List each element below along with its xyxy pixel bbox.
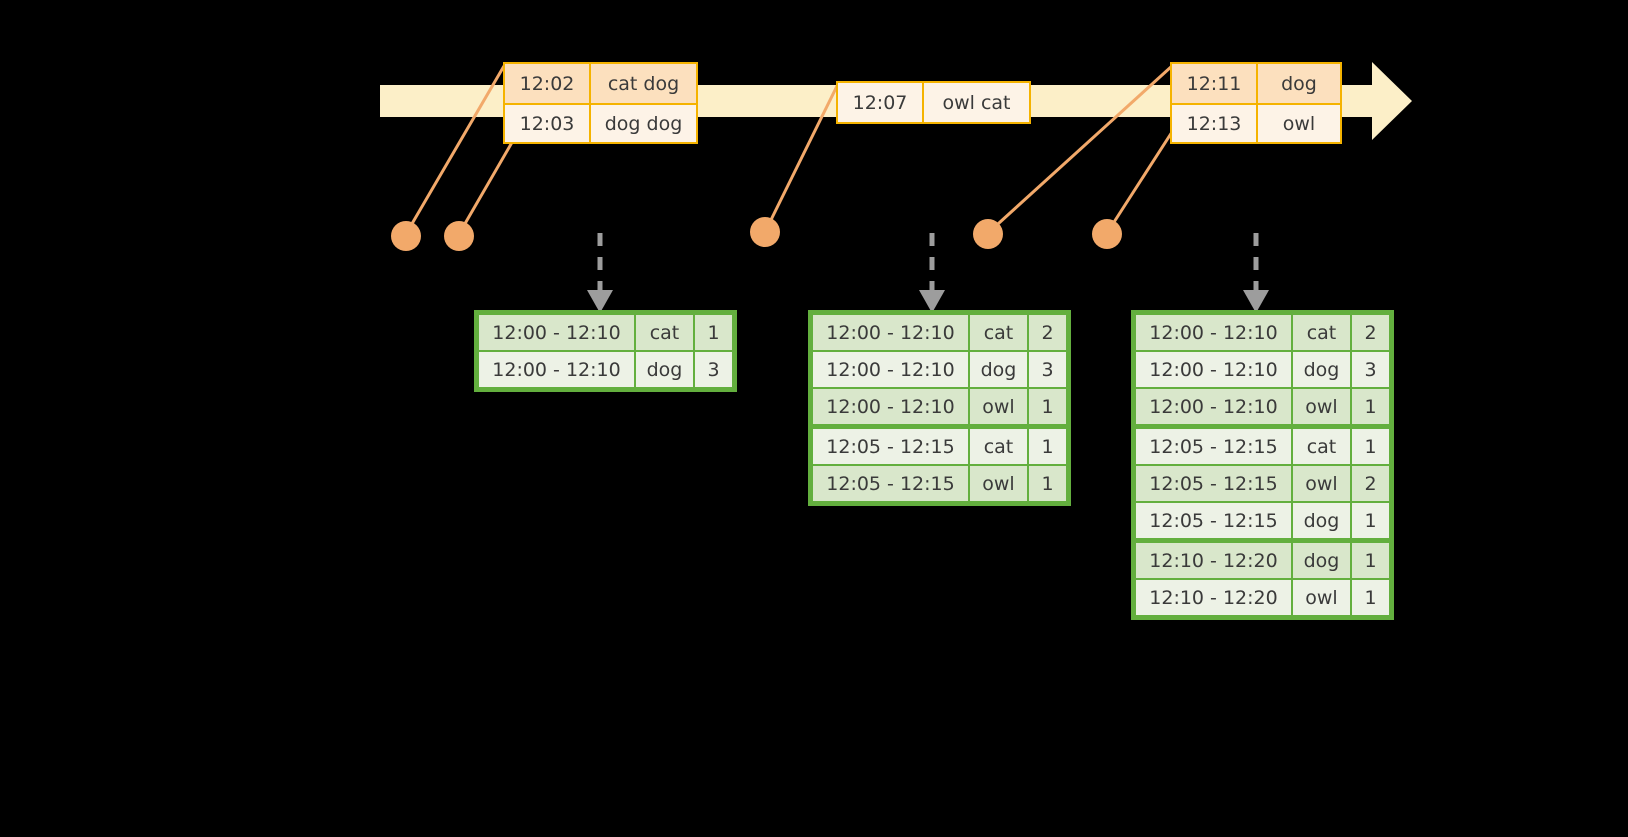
cell-window: 12:00 - 12:10 (813, 389, 968, 424)
cell-count: 2 (1029, 315, 1066, 350)
connector-dot-5 (1092, 219, 1122, 249)
connector-line-2 (457, 131, 520, 235)
cell-key: owl (1293, 466, 1350, 501)
cell-count: 1 (1029, 466, 1066, 501)
event-words: dog dog (591, 105, 696, 142)
cell-count: 3 (695, 352, 732, 387)
cell-key: cat (636, 315, 693, 350)
emit-arrowheads (587, 290, 1269, 313)
cell-window: 12:05 - 12:15 (1136, 503, 1291, 538)
cell-key: cat (970, 315, 1027, 350)
cell-key: dog (1293, 352, 1350, 387)
event-words: dog (1258, 64, 1340, 103)
cell-key: cat (970, 429, 1027, 464)
emit-arrowhead-3 (1243, 290, 1269, 313)
cell-window: 12:00 - 12:10 (479, 352, 634, 387)
event-words: owl (1258, 105, 1340, 142)
cell-count: 2 (1352, 466, 1389, 501)
emit-arrows (597, 233, 1259, 292)
cell-count: 1 (1352, 503, 1389, 538)
event-words: owl cat (924, 83, 1029, 122)
cell-window: 12:00 - 12:10 (1136, 389, 1291, 424)
emit-arrowhead-2 (919, 290, 945, 313)
event-row[interactable]: 12:02 cat dog (505, 64, 696, 103)
cell-window: 12:10 - 12:20 (1136, 543, 1291, 578)
cell-count: 3 (1029, 352, 1066, 387)
connector-line-3 (763, 83, 840, 233)
event-row[interactable]: 12:13 owl (1172, 103, 1340, 142)
connector-line-5 (1105, 131, 1174, 234)
cell-count: 1 (1029, 429, 1066, 464)
cell-window: 12:00 - 12:10 (479, 315, 634, 350)
event-time: 12:07 (838, 83, 924, 122)
cell-window: 12:00 - 12:10 (1136, 352, 1291, 387)
connector-dot-3 (750, 217, 780, 247)
cell-count: 1 (1352, 580, 1389, 615)
emit-arrowhead-1 (587, 290, 613, 313)
connector-line-1 (404, 65, 506, 235)
cell-window: 12:05 - 12:15 (813, 429, 968, 464)
event-time: 12:02 (505, 64, 591, 103)
events-box-3[interactable]: 12:11 dog 12:13 owl (1170, 62, 1342, 144)
connector-dot-1 (391, 221, 421, 251)
event-time: 12:03 (505, 105, 591, 142)
events-box-1[interactable]: 12:02 cat dog 12:03 dog dog (503, 62, 698, 144)
cell-window: 12:00 - 12:10 (813, 352, 968, 387)
cell-window: 12:05 - 12:15 (1136, 429, 1291, 464)
cell-key: cat (1293, 315, 1350, 350)
cell-count: 1 (1029, 389, 1066, 424)
event-words: cat dog (591, 64, 696, 103)
cell-window: 12:10 - 12:20 (1136, 580, 1291, 615)
cell-count: 1 (1352, 389, 1389, 424)
connector-line-4 (986, 64, 1174, 235)
cell-window: 12:00 - 12:10 (813, 315, 968, 350)
cell-count: 2 (1352, 315, 1389, 350)
cell-count: 3 (1352, 352, 1389, 387)
event-row[interactable]: 12:11 dog (1172, 64, 1340, 103)
events-box-2[interactable]: 12:07 owl cat (836, 81, 1031, 124)
event-row[interactable]: 12:03 dog dog (505, 103, 696, 142)
cell-count: 1 (1352, 543, 1389, 578)
cell-key: dog (970, 352, 1027, 387)
connector-dot-4 (973, 219, 1003, 249)
cell-key: owl (1293, 389, 1350, 424)
cell-key: dog (636, 352, 693, 387)
cell-window: 12:05 - 12:15 (813, 466, 968, 501)
connector-lines (404, 64, 1174, 235)
cell-count: 1 (1352, 429, 1389, 464)
event-time: 12:13 (1172, 105, 1258, 142)
cell-key: cat (1293, 429, 1350, 464)
cell-count: 1 (695, 315, 732, 350)
cell-key: dog (1293, 543, 1350, 578)
cell-window: 12:05 - 12:15 (1136, 466, 1291, 501)
connector-dots (391, 217, 1122, 251)
cell-key: owl (970, 389, 1027, 424)
cell-key: owl (970, 466, 1027, 501)
cell-key: dog (1293, 503, 1350, 538)
event-time: 12:11 (1172, 64, 1258, 103)
event-row[interactable]: 12:07 owl cat (838, 83, 1029, 122)
cell-window: 12:00 - 12:10 (1136, 315, 1291, 350)
cell-key: owl (1293, 580, 1350, 615)
connector-dot-2 (444, 221, 474, 251)
